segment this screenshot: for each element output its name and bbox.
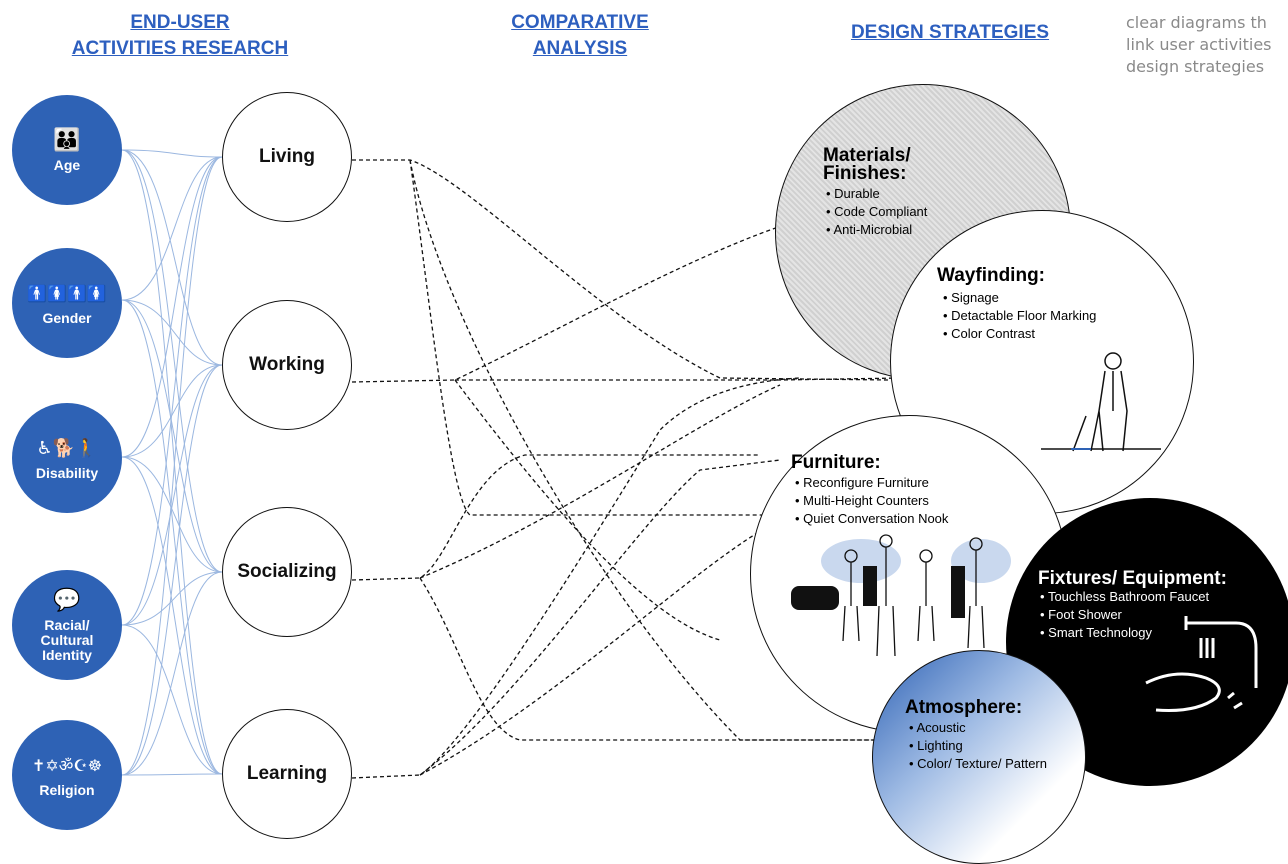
activity-living: Living: [222, 92, 352, 222]
fixtures-list: Touchless Bathroom Faucet Foot Shower Sm…: [1040, 588, 1209, 642]
furniture-item-counters: Multi-Height Counters: [795, 492, 948, 510]
heading-analysis-line-1: COMPARATIVE: [511, 12, 649, 33]
furniture-title: Furniture:: [791, 452, 881, 473]
fixtures-title-line: Fixtures/ Equipment:: [1038, 568, 1227, 589]
atmosphere-list: Acoustic Lighting Color/ Texture/ Patter…: [909, 719, 1047, 773]
language-speech-icon: 💬: [53, 587, 81, 613]
wayfinding-list: Signage Detactable Floor Marking Color C…: [943, 289, 1096, 343]
heading-research-line-2: ACTIVITIES RESEARCH: [71, 38, 289, 59]
furniture-item-reconfigure: Reconfigure Furniture: [795, 474, 948, 492]
fixtures-title: Fixtures/ Equipment:: [1038, 568, 1227, 589]
materials-item-durable: Durable: [826, 185, 927, 203]
wayfinding-title: Wayfinding:: [937, 265, 1045, 286]
activity-working: Working: [222, 300, 352, 430]
heading-strategies: DESIGN STRATEGIES: [820, 20, 1080, 46]
group-disability: ♿🐕🚶 Disability: [12, 403, 122, 513]
wayfinding-item-signage: Signage: [943, 289, 1096, 307]
faucet-hands-icon: [1145, 616, 1258, 712]
wayfinding-item-contrast: Color Contrast: [943, 325, 1096, 343]
group-age: 👪 Age: [12, 95, 122, 205]
person-cane-icon: [1041, 352, 1161, 452]
materials-title-line-1: Materials/: [823, 145, 911, 166]
furniture-list: Reconfigure Furniture Multi-Height Count…: [795, 474, 948, 528]
heading-research: END-USER ACTIVITIES RESEARCH: [40, 10, 320, 62]
atmosphere-item-acoustic: Acoustic: [909, 719, 1047, 737]
heading-research-line-1: END-USER: [130, 12, 230, 33]
side-note-line-3: design strategies: [1126, 57, 1265, 76]
heading-strategies-line: DESIGN STRATEGIES: [850, 22, 1050, 43]
fixtures-item-smart: Smart Technology: [1040, 624, 1209, 642]
fixtures-item-faucet: Touchless Bathroom Faucet: [1040, 588, 1209, 606]
group-racial-cultural: 💬 Racial/ Cultural Identity: [12, 570, 122, 680]
activity-learning: Learning: [222, 709, 352, 839]
materials-item-code: Code Compliant: [826, 203, 927, 221]
atmosphere-title-line: Atmosphere:: [905, 697, 1023, 718]
gender-people-icon: 🚹🚺🚹🚺: [27, 283, 107, 303]
group-label-racial-cultural: Racial/ Cultural Identity: [40, 616, 94, 663]
group-label-religion: Religion: [39, 781, 95, 798]
atmosphere-item-lighting: Lighting: [909, 737, 1047, 755]
group-religion: ✝✡ॐ☪☸ Religion: [12, 720, 122, 830]
atmosphere-item-color: Color/ Texture/ Pattern: [909, 755, 1047, 773]
side-note-line-1: clear diagrams th: [1126, 13, 1267, 32]
strategy-atmosphere: Atmosphere: Acoustic Lighting Color/ Tex…: [872, 650, 1086, 864]
side-note: clear diagrams th link user activities d…: [1126, 12, 1272, 78]
side-note-line-2: link user activities: [1126, 35, 1272, 54]
religious-symbols-icon: ✝✡ॐ☪☸: [31, 755, 103, 775]
activity-strategy-links: [351, 159, 901, 779]
group-label-age: Age: [53, 156, 81, 173]
group-activity-links: [121, 149, 223, 776]
furniture-item-nook: Quiet Conversation Nook: [795, 510, 948, 528]
materials-item-antimicrobial: Anti-Microbial: [826, 221, 927, 239]
heading-analysis-line-2: ANALYSIS: [532, 38, 628, 59]
family-age-icon: 👪: [53, 127, 81, 153]
materials-title: Materials/ Finishes:: [823, 145, 911, 184]
activity-socializing: Socializing: [222, 507, 352, 637]
group-label-disability: Disability: [35, 464, 99, 481]
materials-title-line-2: Finishes:: [823, 163, 907, 184]
heading-analysis: COMPARATIVE ANALYSIS: [480, 10, 680, 62]
disability-icon: ♿🐕🚶: [36, 437, 98, 459]
furniture-people-icon: [791, 534, 1011, 657]
wayfinding-item-floor: Detactable Floor Marking: [943, 307, 1096, 325]
wayfinding-title-line: Wayfinding:: [937, 265, 1045, 286]
materials-list: Durable Code Compliant Anti-Microbial: [826, 185, 927, 239]
atmosphere-title: Atmosphere:: [905, 697, 1023, 718]
fixtures-item-shower: Foot Shower: [1040, 606, 1209, 624]
furniture-title-line: Furniture:: [791, 452, 881, 473]
group-label-gender: Gender: [42, 309, 92, 326]
group-gender: 🚹🚺🚹🚺 Gender: [12, 248, 122, 358]
